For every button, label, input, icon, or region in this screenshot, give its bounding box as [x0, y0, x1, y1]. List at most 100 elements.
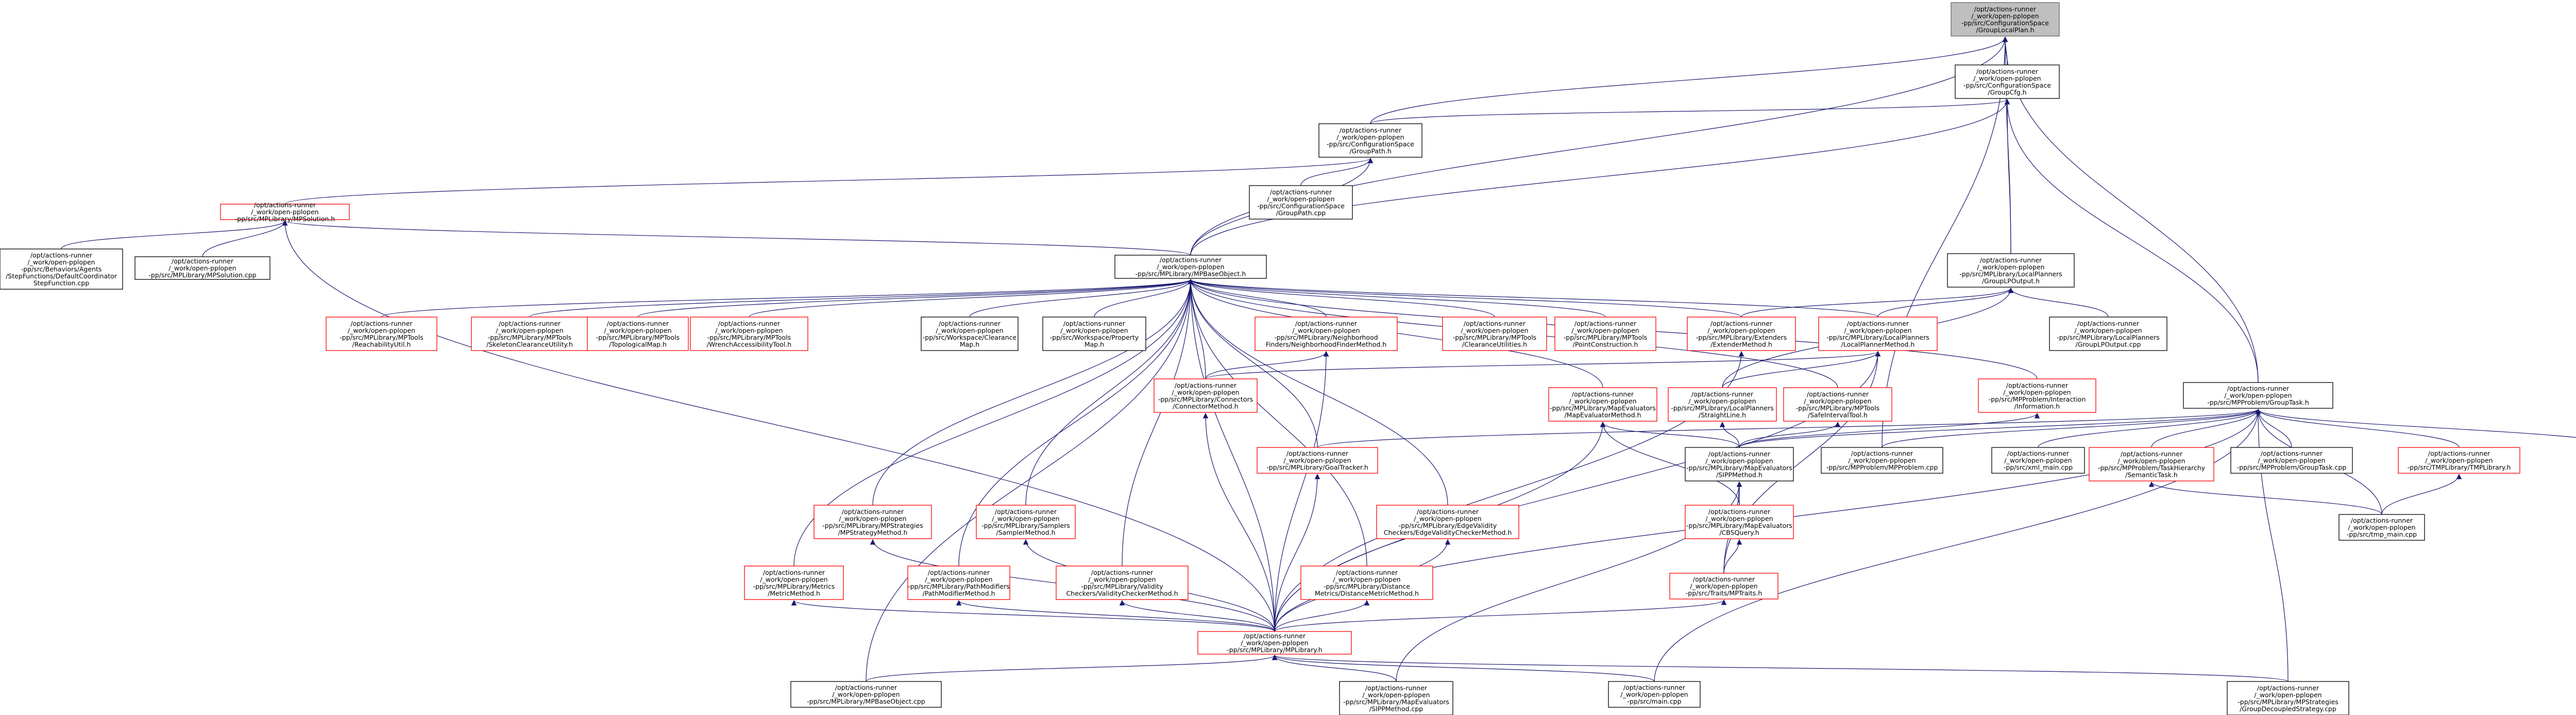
- file-node-glpout[interactable]: /opt/actions-runner/_work/open-pplopen-p…: [1947, 253, 2075, 288]
- file-node-label-line: /_work/open-pplopen: [496, 326, 563, 334]
- file-node-tmpmain[interactable]: /opt/actions-runner/_work/open-pplopen-p…: [2338, 514, 2425, 541]
- file-node-label-line: /_work/open-pplopen: [1088, 575, 1156, 583]
- file-node-mpsolcpp[interactable]: /opt/actions-runner/_work/open-pplopen-p…: [134, 256, 270, 280]
- file-node-mpstrat[interactable]: /opt/actions-runner/_work/open-pplopen-p…: [814, 505, 932, 539]
- edge-reach-to-mpbase: [381, 278, 1193, 318]
- file-node-clutil[interactable]: /opt/actions-runner/_work/open-pplopen-p…: [1442, 317, 1547, 351]
- file-node-label-line: /opt/actions-runner: [2006, 381, 2069, 389]
- file-node-box: [1685, 505, 1794, 539]
- file-node-sippcpp[interactable]: /opt/actions-runner/_work/open-pplopen-p…: [1339, 681, 1453, 715]
- file-node-label-line: -pp/src/tmp_main.cpp: [2347, 530, 2417, 538]
- file-node-label-line: -pp/src/MPLibrary/Connectors: [1158, 395, 1253, 403]
- file-node-lpm[interactable]: /opt/actions-runner/_work/open-pplopen-p…: [1818, 317, 1938, 351]
- file-node-mpbasecpp[interactable]: /opt/actions-runner/_work/open-pplopen-p…: [790, 681, 942, 708]
- file-node-skel[interactable]: /opt/actions-runner/_work/open-pplopen-p…: [471, 317, 588, 351]
- file-node-label-line: -pp/src/MPLibrary/MapEvaluators: [1550, 404, 1656, 412]
- file-node-topo[interactable]: /opt/actions-runner/_work/open-pplopen-p…: [587, 317, 689, 351]
- file-node-box: [2227, 681, 2349, 715]
- file-node-label-line: Metrics/DistanceMetricMethod.h: [1315, 589, 1419, 597]
- file-node-vcheck[interactable]: /opt/actions-runner/_work/open-pplopen-p…: [1056, 566, 1189, 600]
- file-node-cbs[interactable]: /opt/actions-runner/_work/open-pplopen-p…: [1685, 505, 1794, 539]
- file-node-box: [1442, 317, 1547, 351]
- file-node-label-line: -pp/src/MPLibrary/MPBaseObject.cpp: [807, 697, 925, 705]
- file-node-mapeval[interactable]: /opt/actions-runner/_work/open-pplopen-p…: [1548, 387, 1657, 422]
- file-node-metric[interactable]: /opt/actions-runner/_work/open-pplopen-p…: [744, 566, 844, 600]
- file-node-conn[interactable]: /opt/actions-runner/_work/open-pplopen-p…: [1154, 378, 1258, 413]
- file-node-label-line: -pp/src/MPProblem/GroupTask.h: [2207, 398, 2309, 406]
- file-node-label-line: /opt/actions-runner: [350, 320, 413, 327]
- file-node-label-line: -pp/src/MPProblem/GroupTask.cpp: [2237, 463, 2347, 471]
- file-node-decoupled[interactable]: /opt/actions-runner/_work/open-pplopen-p…: [2227, 681, 2349, 715]
- file-node-label-line: /opt/actions-runner: [607, 320, 669, 327]
- edge-mplib-to-nfind: [1274, 351, 1329, 632]
- file-node-label-line: /GroupCfg.h: [1988, 88, 2026, 96]
- file-node-label-line: /_work/open-pplopen: [1283, 457, 1351, 464]
- file-node-mpprobcpp[interactable]: /opt/actions-runner/_work/open-pplopen-p…: [1821, 447, 1943, 474]
- file-node-interact[interactable]: /opt/actions-runner/_work/open-pplopen-p…: [1978, 378, 2096, 413]
- file-node-trait[interactable]: /opt/actions-runner/_work/open-pplopen-p…: [1669, 573, 1778, 600]
- file-node-mpbase[interactable]: /opt/actions-runner/_work/open-pplopen-p…: [1114, 255, 1267, 279]
- file-node-main[interactable]: /opt/actions-runner/_work/open-pplopen-p…: [1608, 681, 1701, 708]
- file-node-grouptask[interactable]: /opt/actions-runner/_work/open-pplopen-p…: [2183, 382, 2333, 409]
- file-node-label-line: /ReachabilityUtil.h: [352, 340, 411, 348]
- file-node-safe[interactable]: /opt/actions-runner/_work/open-pplopen-p…: [1783, 387, 1892, 422]
- file-node-coord[interactable]: /opt/actions-runner/_work/open-pplopen-p…: [0, 248, 123, 290]
- file-node-mplib[interactable]: /opt/actions-runner/_work/open-pplopen-p…: [1197, 631, 1352, 655]
- edge-tmpl-to-grouptask: [2255, 408, 2460, 448]
- file-node-pconst[interactable]: /opt/actions-runner/_work/open-pplopen-p…: [1554, 317, 1656, 351]
- file-node-goal[interactable]: /opt/actions-runner/_work/open-pplopen-p…: [1257, 447, 1378, 474]
- file-node-sipp[interactable]: /opt/actions-runner/_work/open-pplopen-p…: [1685, 447, 1794, 481]
- edge-trait-to-cbs: [1723, 539, 1742, 574]
- file-node-mpsol[interactable]: /opt/actions-runner/_work/open-pplopen-p…: [220, 201, 350, 223]
- file-node-label-line: -pp/src/MPProblem/Interaction: [1989, 395, 2086, 403]
- file-node-label-line: /_work/open-pplopen: [1705, 514, 1773, 522]
- edge-vcheck-to-mpbase: [1122, 278, 1194, 567]
- edge-mpsolcpp-to-mpsol: [202, 220, 288, 257]
- edge-mpprobcpp-to-grouptask: [1882, 408, 2261, 448]
- file-node-label-line: /_work/open-pplopen: [1690, 583, 1757, 590]
- file-node-wprop[interactable]: /opt/actions-runner/_work/open-pplopen-p…: [1042, 317, 1146, 351]
- file-node-label-line: /opt/actions-runner: [1572, 390, 1634, 398]
- file-node-label-line: /opt/actions-runner: [1851, 450, 1913, 457]
- file-node-xml[interactable]: /opt/actions-runner/_work/open-pplopen-p…: [1991, 447, 2085, 474]
- file-node-label-line: /opt/actions-runner: [1710, 320, 1773, 327]
- file-node-sampler[interactable]: /opt/actions-runner/_work/open-pplopen-p…: [976, 505, 1076, 539]
- file-node-nfind[interactable]: /opt/actions-runner/_work/open-pplopen-p…: [1255, 317, 1398, 351]
- file-node-label-line: /StepFunctions/DefaultCoordinator: [6, 272, 117, 280]
- file-node-label-line: /opt/actions-runner: [1270, 188, 1332, 196]
- file-node-label-line: -pp/src/main.cpp: [1628, 697, 1682, 705]
- file-node-gtaskcpp[interactable]: /opt/actions-runner/_work/open-pplopen-p…: [2230, 447, 2353, 474]
- file-node-pmod[interactable]: /opt/actions-runner/_work/open-pplopen-p…: [907, 566, 1010, 600]
- file-node-wrench[interactable]: /opt/actions-runner/_work/open-pplopen-p…: [690, 317, 808, 351]
- file-node-wclear[interactable]: /opt/actions-runner/_work/open-pplopen-p…: [921, 317, 1019, 351]
- file-node-evalid[interactable]: /opt/actions-runner/_work/open-pplopen-p…: [1376, 505, 1519, 539]
- file-node-label-line: /SIPPMethod.cpp: [1369, 705, 1423, 712]
- file-node-box: [744, 566, 844, 600]
- edge-wrench-to-mpbase: [749, 278, 1194, 318]
- file-node-gcfg[interactable]: /opt/actions-runner/_work/open-pplopen-p…: [1955, 64, 2060, 99]
- file-node-sline[interactable]: /opt/actions-runner/_work/open-pplopen-p…: [1668, 387, 1777, 422]
- file-node-tmpl[interactable]: /opt/actions-runner/_work/open-pplopen-p…: [2398, 447, 2520, 474]
- file-node-label-line: /opt/actions-runner: [2257, 684, 2319, 692]
- file-node-label-line: /GroupLPOutput.h: [1982, 277, 2040, 285]
- file-node-label-line: /opt/actions-runner: [718, 320, 781, 327]
- edge-wclear-to-mpbase: [969, 278, 1194, 318]
- file-node-extend[interactable]: /opt/actions-runner/_work/open-pplopen-p…: [1687, 317, 1796, 351]
- file-node-semantic[interactable]: /opt/actions-runner/_work/open-pplopen-p…: [2089, 447, 2214, 481]
- file-node-label-line: /GroupDecoupledStrategy.cpp: [2240, 705, 2336, 712]
- file-node-dist[interactable]: /opt/actions-runner/_work/open-pplopen-p…: [1300, 566, 1433, 600]
- edge-mpsol-to-gpath: [284, 157, 1373, 205]
- file-node-gpathcpp[interactable]: /opt/actions-runner/_work/open-pplopen-p…: [1249, 185, 1353, 220]
- file-node-label-line: -pp/src/Workspace/Clearance: [923, 334, 1017, 341]
- file-node-label-line: /_work/open-pplopen: [348, 326, 415, 334]
- file-node-glpoutcpp[interactable]: /opt/actions-runner/_work/open-pplopen-p…: [2049, 317, 2167, 351]
- file-node-gpath[interactable]: /opt/actions-runner/_work/open-pplopen-p…: [1318, 123, 1422, 158]
- file-node-reach[interactable]: /opt/actions-runner/_work/open-pplopen-p…: [326, 317, 437, 351]
- edge-sipp-to-sline: [1719, 421, 1740, 448]
- file-node-box: [1685, 447, 1794, 481]
- file-node-label-line: /opt/actions-runner: [1175, 381, 1237, 389]
- file-node-label-line: /SkeletonClearanceUtility.h: [486, 340, 573, 348]
- file-node-label-line: /opt/actions-runner: [2121, 450, 2183, 458]
- file-node-label-line: Checkers/EdgeValidityCheckerMethod.h: [1384, 528, 1512, 536]
